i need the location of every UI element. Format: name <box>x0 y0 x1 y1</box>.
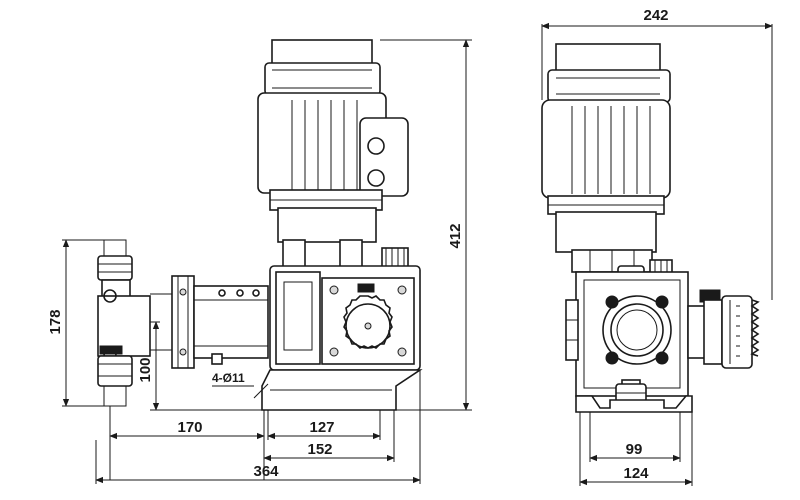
dim-base-width: 152 <box>307 441 332 458</box>
dim-total-length: 364 <box>253 463 279 480</box>
dim-total-width-side: 242 <box>643 7 668 24</box>
front-dimensions: 412 178 100 4-Ø11 170 127 152 <box>47 39 472 484</box>
dim-side-base-width: 124 <box>623 465 649 482</box>
dim-mount-holes: 4-Ø11 <box>212 371 245 385</box>
front-motor <box>257 39 409 269</box>
front-base <box>261 369 423 411</box>
dim-height-inlet-outlet: 178 <box>47 309 64 334</box>
dim-base-hole-spacing: 127 <box>309 419 334 436</box>
side-inlet-valve <box>615 379 647 403</box>
front-valves <box>97 239 151 407</box>
front-pump-head <box>150 275 269 369</box>
front-view <box>97 39 423 411</box>
side-dimensions: 242 99 124 <box>541 7 773 486</box>
dim-base-height: 100 <box>137 357 154 382</box>
side-pump-head <box>565 271 689 397</box>
side-view <box>541 43 760 413</box>
dim-pump-head-offset: 170 <box>177 419 202 436</box>
side-motor <box>541 43 671 273</box>
dim-side-base-hole-spacing: 99 <box>626 441 643 458</box>
dim-total-height: 412 <box>447 223 464 248</box>
front-gearbox <box>269 265 421 393</box>
side-stroke-dial <box>687 289 760 369</box>
side-adjust-knob <box>649 259 673 275</box>
adjust-knob <box>381 247 409 269</box>
